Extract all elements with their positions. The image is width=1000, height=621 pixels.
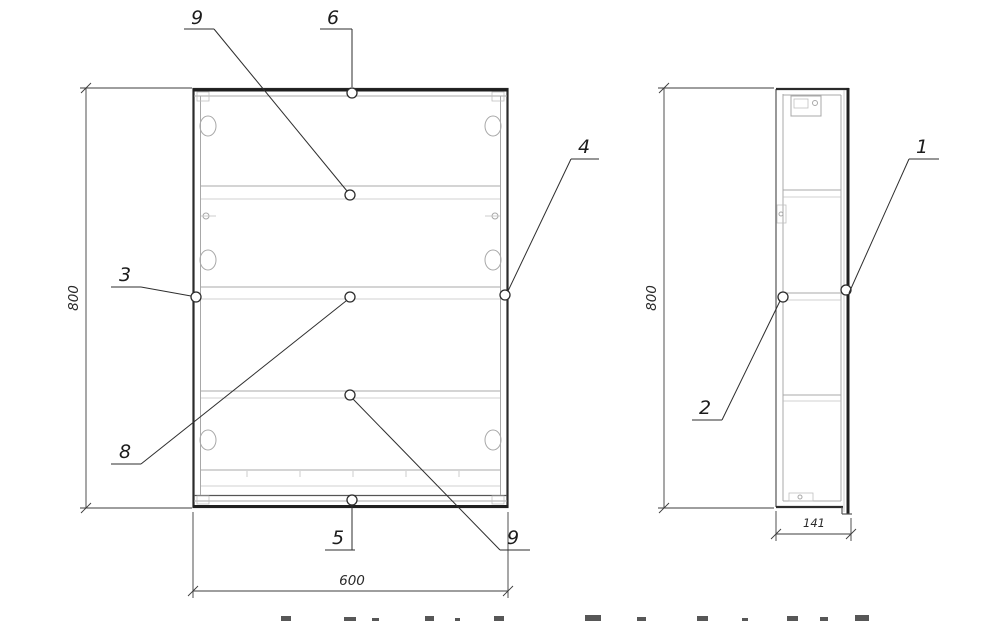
callout-label-5: 5 <box>332 527 344 549</box>
callout-8: 8 <box>111 300 347 465</box>
point-9-bottom <box>344 389 356 401</box>
dimension-front-width: 600 <box>187 512 514 598</box>
callout-label-4: 4 <box>578 136 590 158</box>
point-6 <box>346 87 358 99</box>
front-callout-points <box>190 87 511 506</box>
side-shelves <box>783 189 841 402</box>
side-callout-points <box>777 284 852 303</box>
side-hardware-top <box>790 95 822 117</box>
point-3 <box>190 291 202 303</box>
dim-label-front-width: 600 <box>339 573 365 589</box>
front-hinges-right <box>484 115 502 451</box>
dim-label-front-height: 800 <box>66 285 82 311</box>
front-hinges-left <box>199 115 217 451</box>
point-8 <box>344 291 356 303</box>
callout-2: 2 <box>692 300 781 421</box>
callout-label-9-bottom: 9 <box>507 527 519 549</box>
callout-6: 6 <box>320 7 353 87</box>
point-1 <box>840 284 852 296</box>
dim-label-side-depth: 141 <box>803 516 825 530</box>
side-hardware-mid <box>776 204 787 224</box>
callout-3: 3 <box>111 264 192 297</box>
crop-marks <box>281 615 869 621</box>
callout-label-6: 6 <box>327 7 339 29</box>
point-5 <box>346 494 358 506</box>
dimension-front-height: 800 <box>66 82 192 514</box>
callout-label-9-top: 9 <box>191 7 203 29</box>
callout-9-bottom: 9 <box>352 398 530 551</box>
callout-label-2: 2 <box>699 397 711 419</box>
side-view <box>775 87 852 515</box>
dimension-side-height: 800 <box>644 82 774 514</box>
point-2 <box>777 291 789 303</box>
front-bottom-panel <box>201 469 500 487</box>
callout-4: 4 <box>507 136 599 292</box>
callout-label-8: 8 <box>119 441 131 463</box>
callout-5: 5 <box>325 506 355 551</box>
side-door-profile <box>841 88 852 515</box>
callout-1: 1 <box>848 136 939 294</box>
dimension-side-depth: 141 <box>770 511 857 541</box>
front-screw-details <box>196 91 505 505</box>
callout-label-1: 1 <box>916 136 928 158</box>
callout-label-3: 3 <box>119 264 131 286</box>
point-4 <box>499 289 511 301</box>
point-9-top <box>344 189 356 201</box>
side-hardware-bottom <box>788 492 814 502</box>
front-view <box>190 87 511 509</box>
callout-9-top: 9 <box>184 7 348 192</box>
dim-label-side-height: 800 <box>644 285 660 311</box>
